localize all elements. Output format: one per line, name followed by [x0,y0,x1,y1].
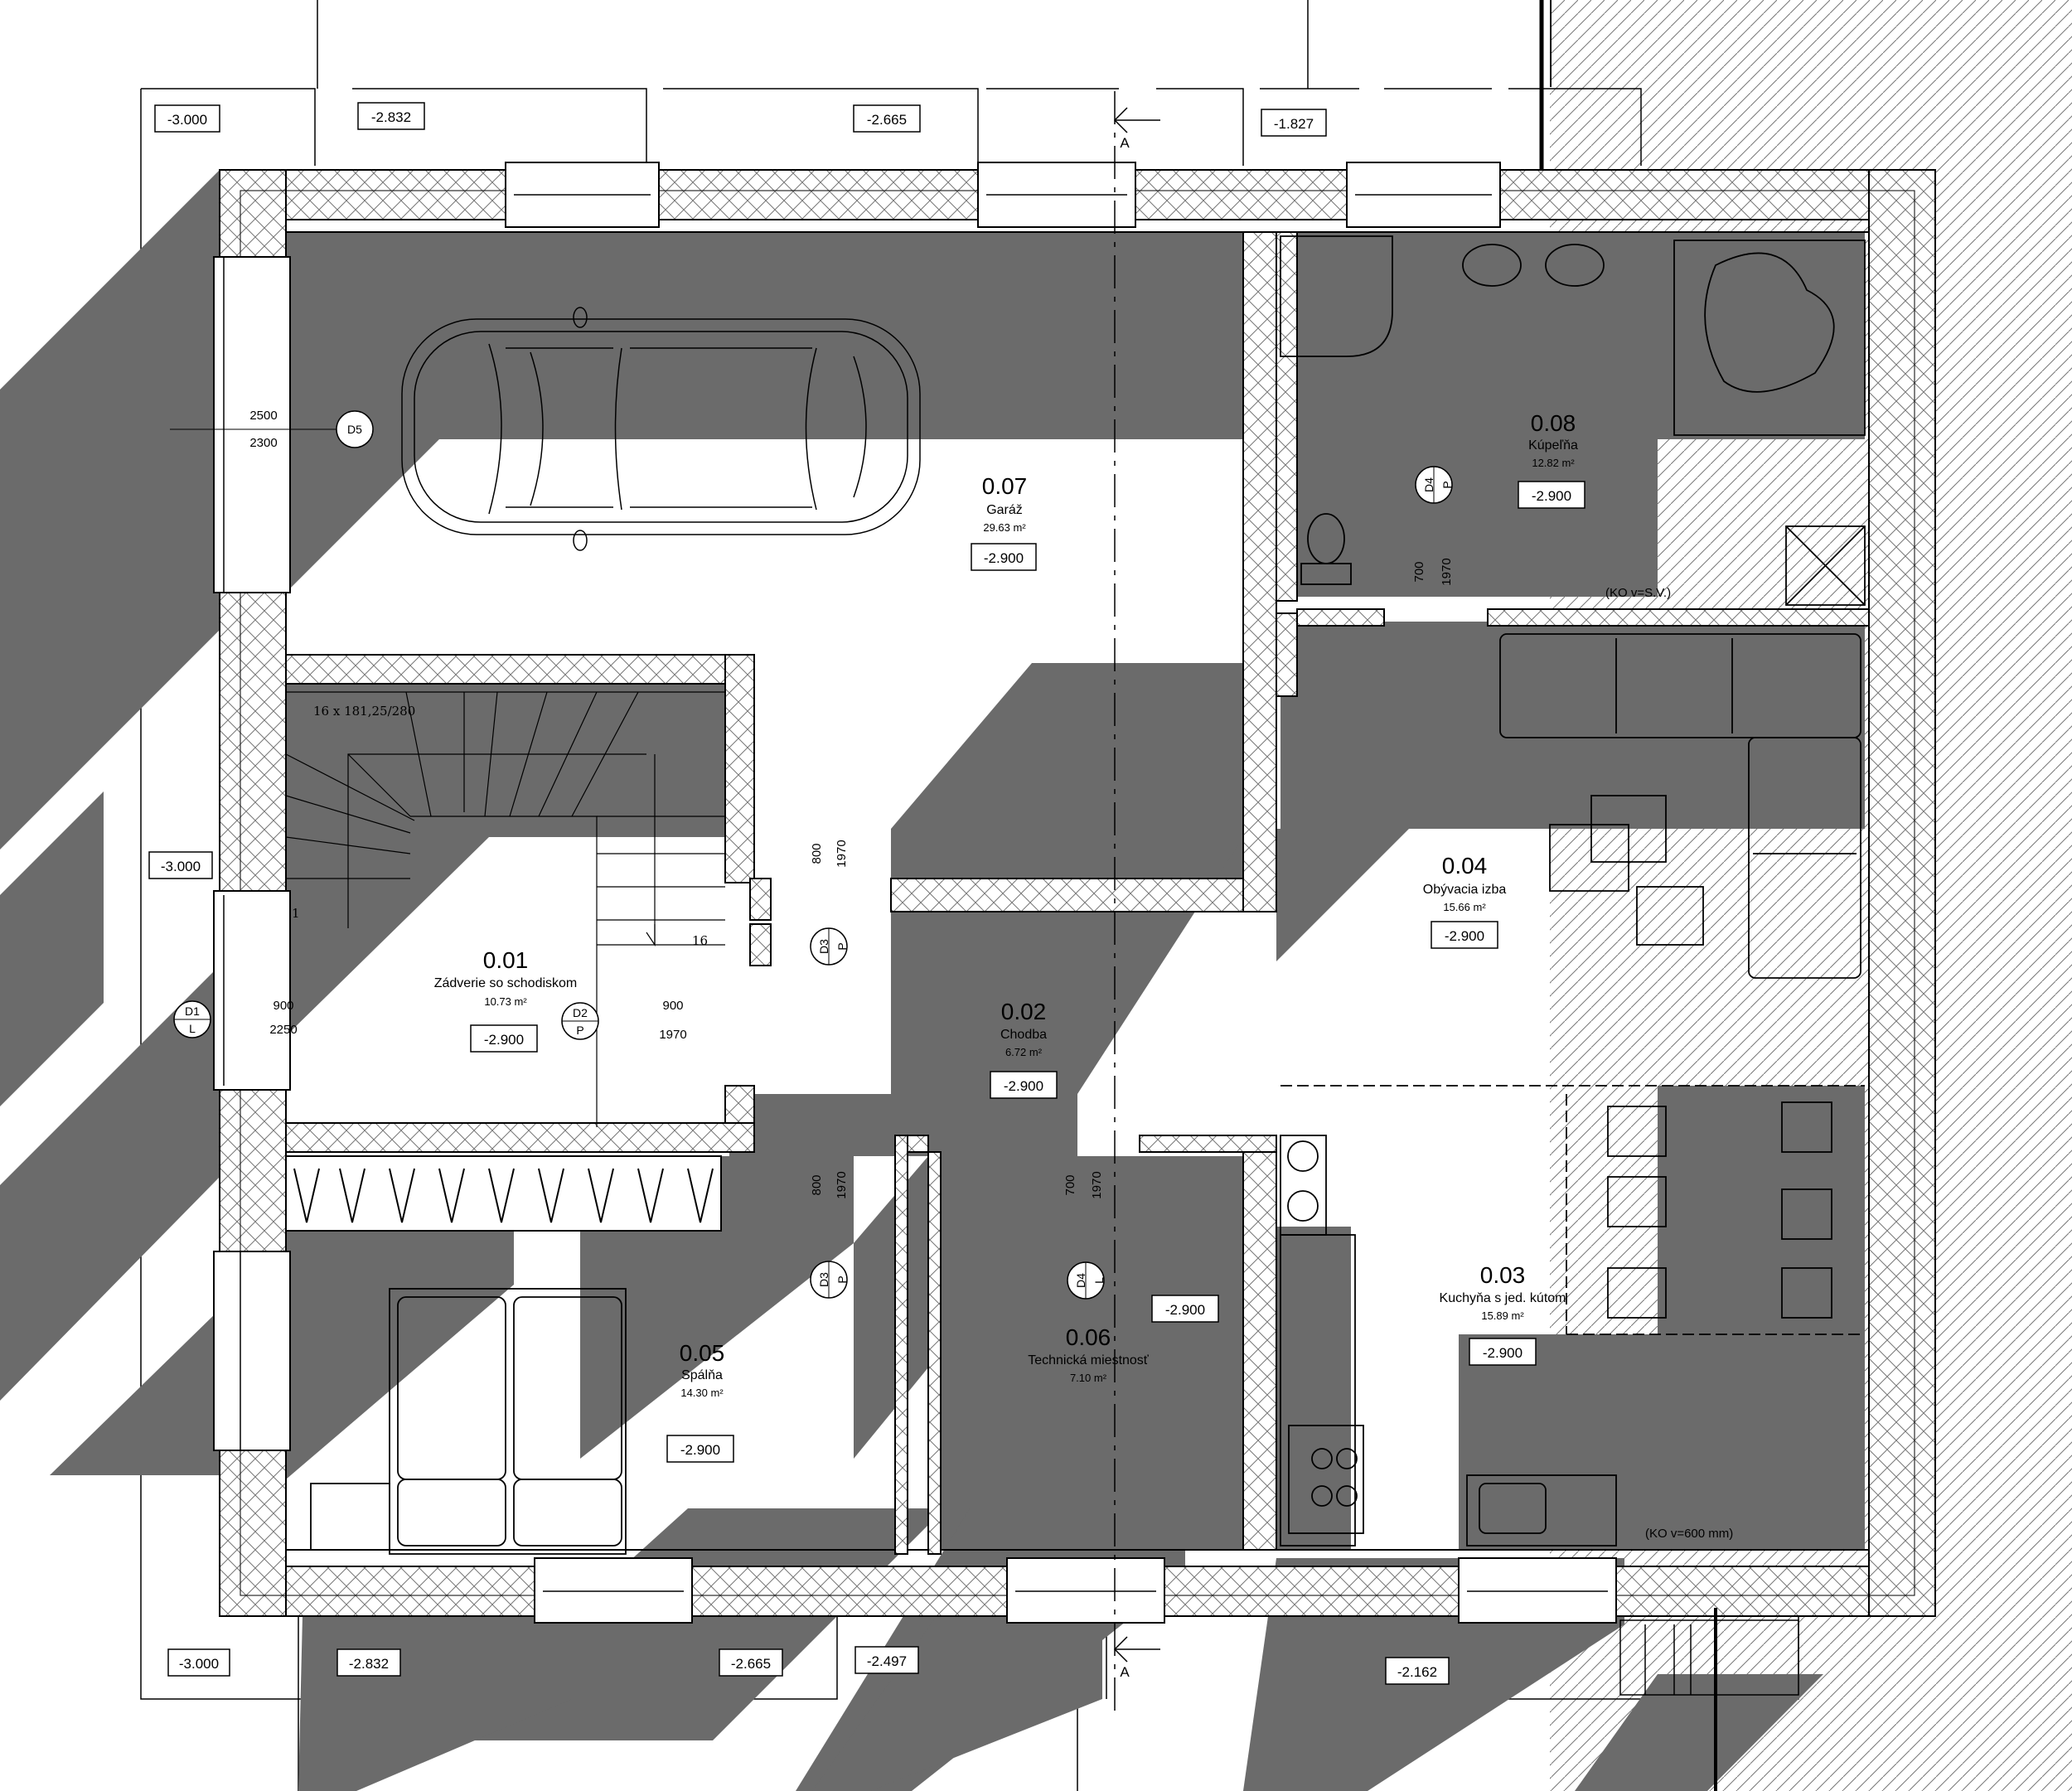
bathroom-fixtures [1280,235,1866,606]
section-line [1113,91,1160,1716]
entrance-steps [1619,1608,1799,1791]
section-label-top: A [1120,135,1130,151]
kitchen-fixtures [1280,1085,1865,1547]
sofa-and-tables [1499,633,1861,979]
section-label-bottom: A [1120,1664,1130,1680]
exterior-walls [213,162,1936,1624]
car-outline [401,307,921,551]
double-bed [310,1288,627,1555]
interior-walls [285,231,1870,1555]
wardrobe [285,1155,722,1232]
